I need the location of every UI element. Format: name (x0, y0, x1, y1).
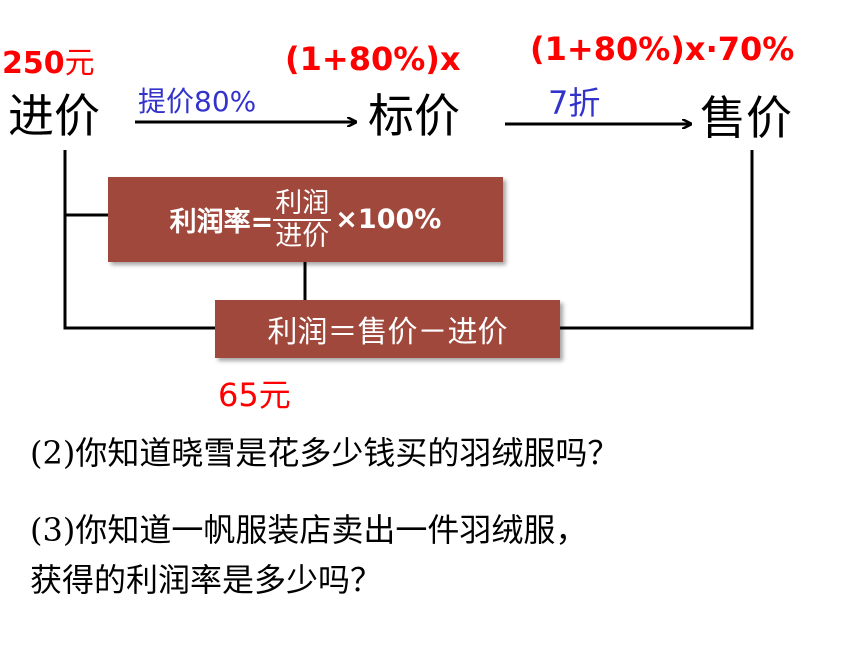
cost-value-unit: 元 (64, 46, 95, 81)
node-sale: 售价 (700, 91, 792, 145)
fraction-numerator: 利润 (273, 187, 332, 221)
question-3-line-2: 获得的利润率是多少吗？ (30, 561, 383, 599)
right-bracket (560, 150, 754, 330)
sale-price-expression: (1+80%)x·70% (530, 30, 795, 68)
node-marked: 标价 (368, 89, 460, 143)
profit-value-annotation: 65元 (218, 376, 291, 414)
node-cost: 进价 (8, 89, 100, 143)
profit-rate-multiplier: ×100% (335, 204, 442, 235)
cost-value-annotation: 250元 (2, 38, 95, 82)
label-discount: 7折 (548, 84, 601, 122)
profit-rate-formula-box: 利润率= 利润 进价 ×100% (108, 177, 503, 262)
question-2: (2)你知道晓雪是花多少钱买的羽绒服吗？ (30, 434, 620, 472)
marked-price-expression: (1+80%)x (285, 40, 461, 78)
fraction-denominator: 进价 (275, 220, 330, 252)
profit-formula-box: 利润＝售价－进价 (215, 300, 560, 358)
cost-value-number: 250 (2, 46, 65, 81)
profit-rate-fraction: 利润 进价 (273, 187, 332, 252)
question-3-line-1: (3)你知道一帆服装店卖出一件羽绒服， (30, 511, 588, 549)
profit-rate-label: 利润率= (169, 207, 274, 238)
label-markup: 提价80% (138, 85, 257, 118)
left-bracket (63, 150, 215, 330)
